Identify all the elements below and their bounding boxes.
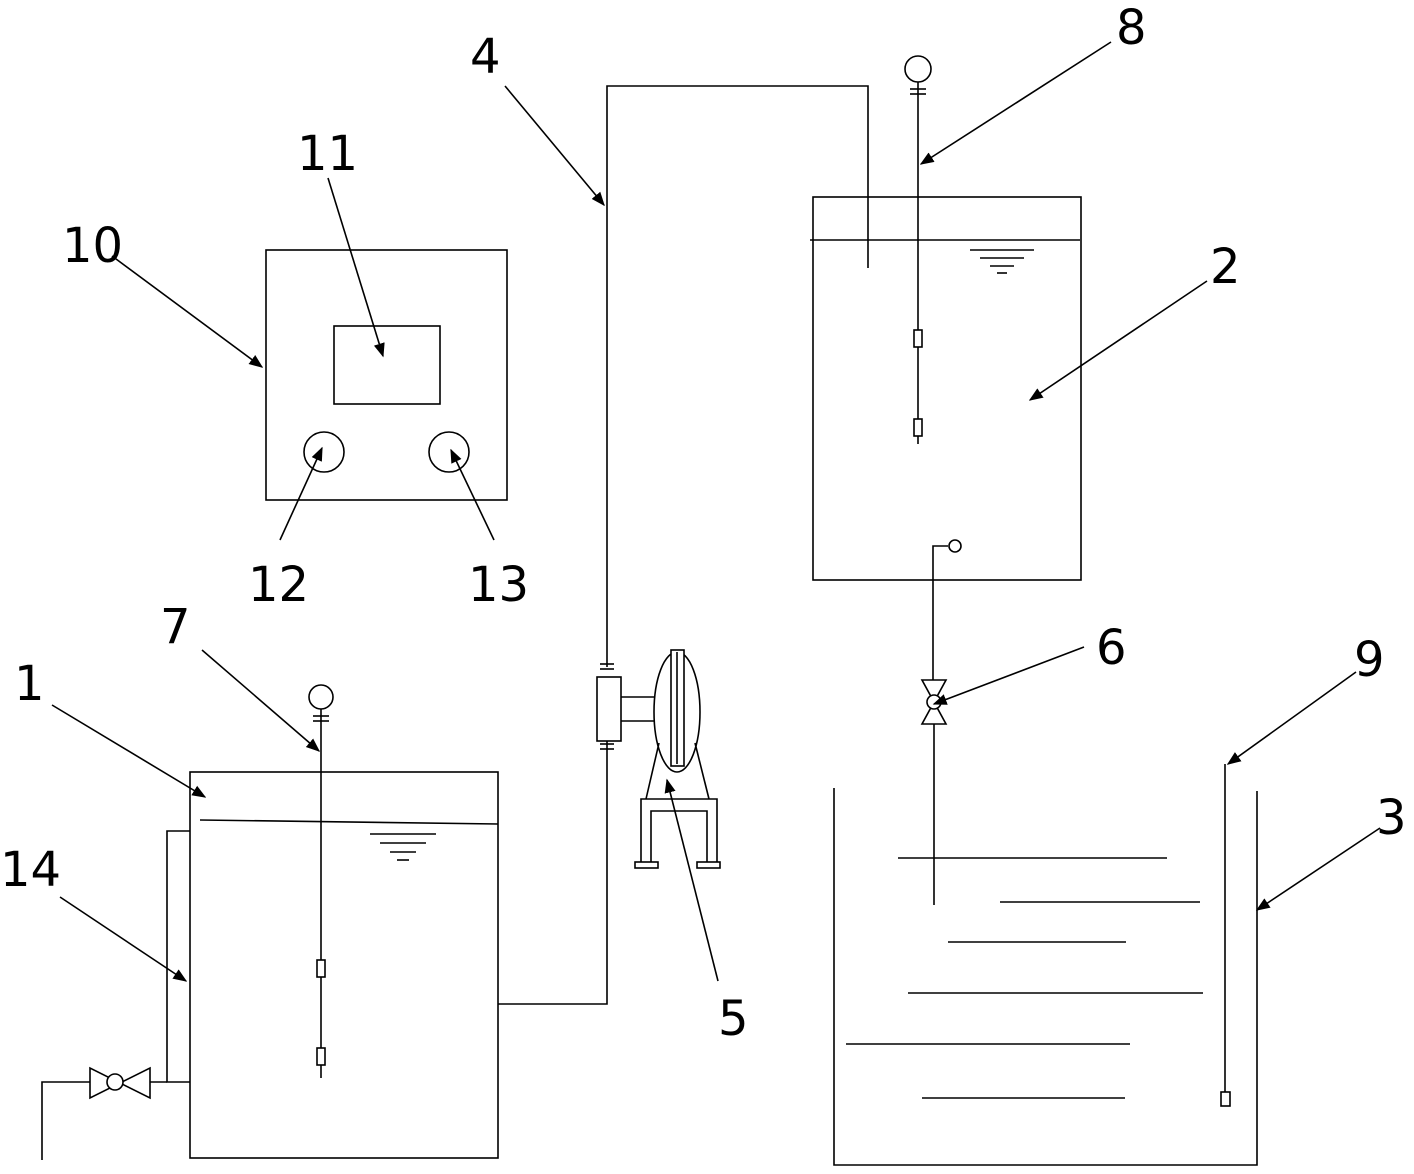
label-2: 2 bbox=[1210, 239, 1241, 295]
label-12: 12 bbox=[248, 557, 309, 613]
liquid-level-line bbox=[199, 819, 499, 825]
control-box bbox=[265, 249, 508, 501]
valve-6 bbox=[920, 679, 948, 725]
label-10: 10 bbox=[62, 218, 123, 274]
leader-6 bbox=[932, 646, 1085, 705]
leader-11 bbox=[327, 177, 385, 358]
tank-2 bbox=[810, 55, 1082, 680]
leader-2 bbox=[1028, 280, 1208, 401]
drain-pipe-14 bbox=[41, 830, 190, 1160]
knob-right bbox=[428, 431, 470, 473]
leader-14 bbox=[59, 896, 188, 982]
pump-5 bbox=[634, 649, 721, 869]
label-13: 13 bbox=[468, 557, 529, 613]
leader-10 bbox=[111, 255, 264, 368]
leader-13 bbox=[450, 448, 495, 541]
labels: 10 11 12 13 4 8 2 6 9 3 7 1 14 5 bbox=[0, 0, 1407, 1047]
label-6: 6 bbox=[1096, 620, 1127, 676]
label-4: 4 bbox=[470, 29, 501, 85]
leader-5 bbox=[664, 778, 719, 982]
leader-1 bbox=[51, 704, 207, 798]
label-14: 14 bbox=[0, 842, 61, 898]
tank-1 bbox=[189, 684, 499, 1159]
label-9: 9 bbox=[1354, 632, 1385, 688]
level-sensor-7 bbox=[308, 684, 334, 1078]
water-level-icon bbox=[370, 833, 436, 861]
leader-7 bbox=[201, 649, 321, 752]
water-level-icon bbox=[970, 249, 1034, 274]
leader-12 bbox=[279, 446, 323, 541]
knob-left bbox=[303, 431, 345, 473]
leader-arrows bbox=[51, 41, 1381, 982]
display-screen bbox=[333, 325, 441, 405]
label-8: 8 bbox=[1116, 0, 1147, 56]
label-1: 1 bbox=[14, 656, 45, 712]
drain-valve-icon bbox=[89, 1066, 151, 1100]
label-5: 5 bbox=[718, 991, 749, 1047]
label-11: 11 bbox=[297, 126, 358, 182]
probe-9 bbox=[1220, 764, 1231, 1107]
leader-8 bbox=[919, 41, 1112, 165]
vessel-contents-lines bbox=[846, 857, 1203, 1099]
label-7: 7 bbox=[160, 599, 191, 655]
label-3: 3 bbox=[1376, 790, 1407, 846]
vessel-3 bbox=[833, 764, 1258, 1166]
leader-4 bbox=[504, 85, 605, 207]
flow-meter bbox=[596, 663, 654, 750]
leader-3 bbox=[1255, 827, 1381, 911]
level-sensor-8 bbox=[904, 55, 932, 444]
pipe-4 bbox=[498, 85, 869, 1005]
leader-9 bbox=[1226, 671, 1357, 765]
